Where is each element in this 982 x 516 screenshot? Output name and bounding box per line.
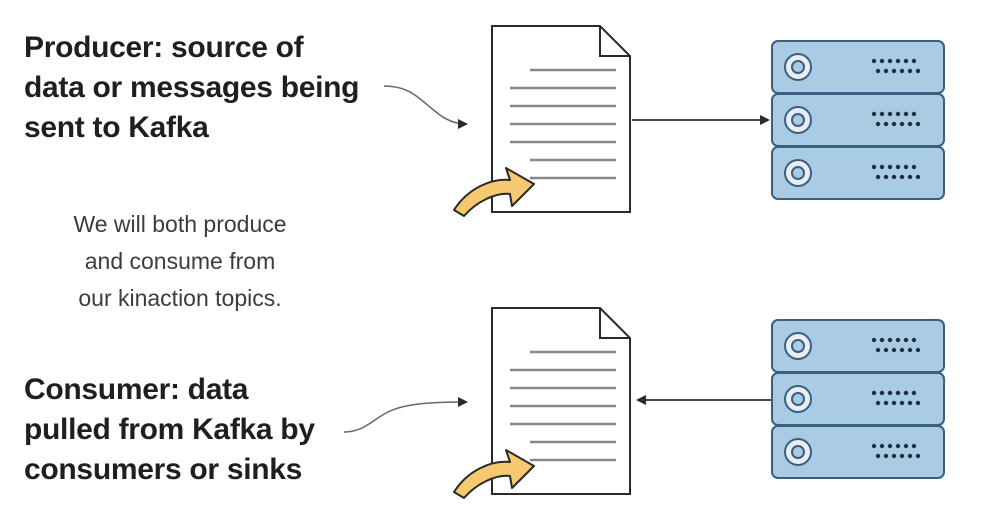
producer-label-line-3: sent to Kafka bbox=[24, 111, 209, 144]
kafka-server-bottom-icon bbox=[771, 319, 945, 479]
consumer-label: Consumer: data pulled from Kafka by cons… bbox=[24, 370, 315, 490]
note-line-2: and consume from bbox=[84, 248, 276, 274]
consumer-pointer-arrow bbox=[343, 397, 468, 433]
producer-label-line-2: data or messages being bbox=[24, 71, 360, 104]
producer-label-line-1: Producer: source of bbox=[24, 31, 304, 64]
consumer-label-line-2: pulled from Kafka by bbox=[24, 413, 315, 446]
note-line-3: our kinaction topics. bbox=[78, 285, 282, 311]
kafka-server-top-icon bbox=[771, 40, 945, 200]
producer-pointer-arrow bbox=[383, 85, 468, 129]
producer-label: Producer: source of data or messages bei… bbox=[24, 28, 360, 148]
note-line-1: We will both produce bbox=[73, 211, 287, 237]
consumer-label-line-1: Consumer: data bbox=[24, 373, 249, 406]
note-text: We will both produce and consume from ou… bbox=[30, 206, 330, 317]
consumer-label-line-3: consumers or sinks bbox=[24, 453, 303, 486]
